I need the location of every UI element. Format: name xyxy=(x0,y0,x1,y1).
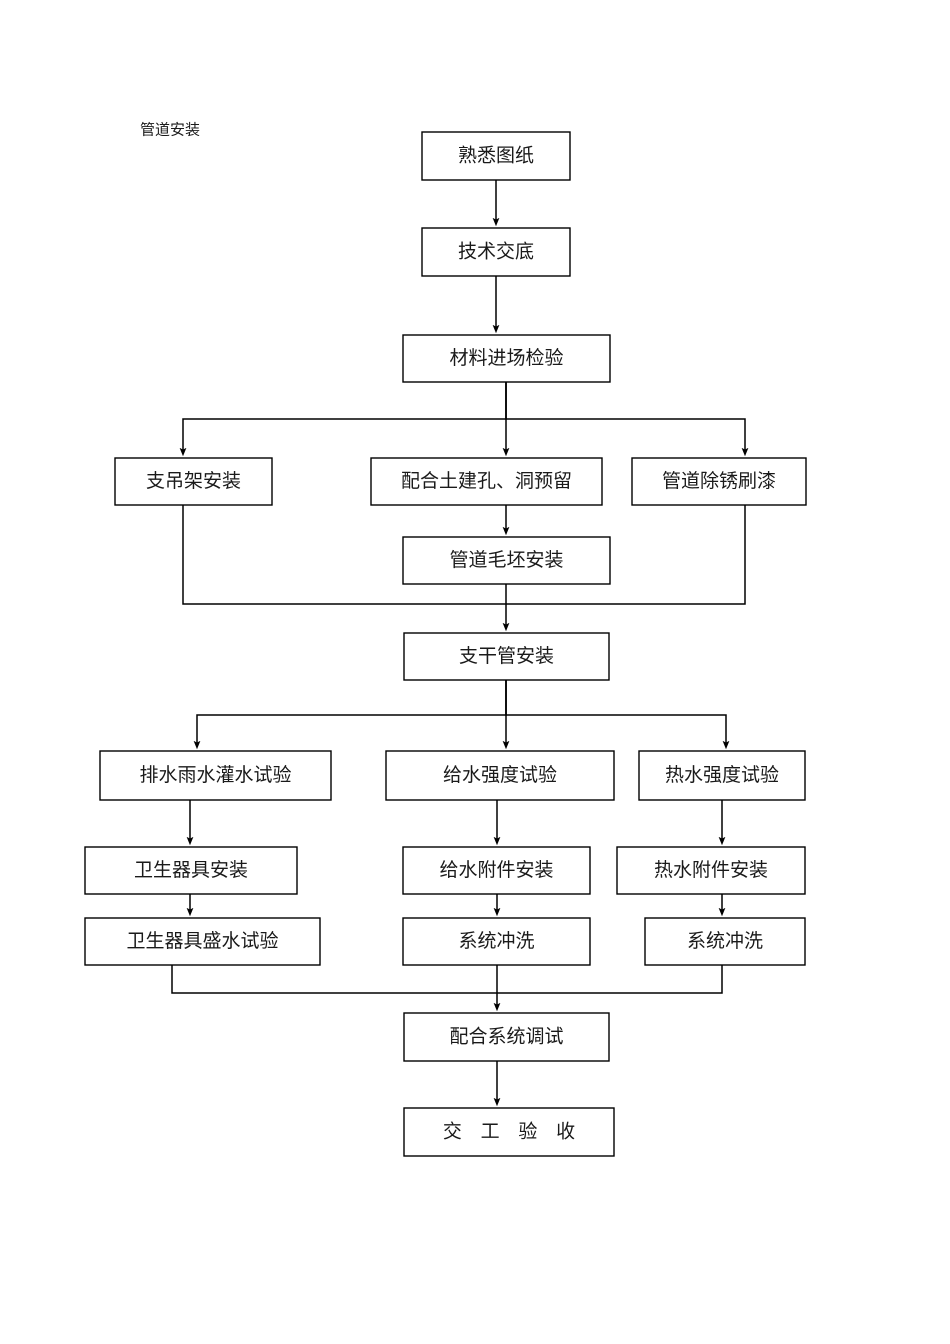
node-box-n9[interactable] xyxy=(99,750,332,801)
node-label-n13: 给水附件安装 xyxy=(439,859,553,881)
flow-node[interactable]: 系统冲洗 xyxy=(402,917,591,966)
edge-n15-to-n18 xyxy=(171,965,497,994)
node-label-n12: 卫生器具安装 xyxy=(134,859,248,881)
node-label-n15: 卫生器具盛水试验 xyxy=(126,930,278,952)
edge-n8-to-n11 xyxy=(505,680,730,750)
diagram-title: 管道安装 xyxy=(140,121,200,138)
edge-n8-to-n9 xyxy=(193,680,507,750)
node-label-n7: 管道毛坯安装 xyxy=(449,549,563,571)
node-label-n4: 支吊架安装 xyxy=(146,470,241,492)
node-box-n15[interactable] xyxy=(84,917,321,966)
flow-node[interactable]: 热水附件安装 xyxy=(616,846,806,895)
node-label-n8: 支干管安装 xyxy=(459,645,554,667)
node-box-n1[interactable] xyxy=(421,131,571,181)
node-box-n4[interactable] xyxy=(114,457,273,506)
flow-node[interactable]: 管道除锈刷漆 xyxy=(631,457,807,506)
node-box-n10[interactable] xyxy=(385,750,615,801)
node-box-n19[interactable] xyxy=(403,1107,615,1157)
node-box-n13[interactable] xyxy=(402,846,591,895)
node-label-n10: 给水强度试验 xyxy=(443,764,557,786)
node-box-n12[interactable] xyxy=(84,846,298,895)
node-label-n18: 配合系统调试 xyxy=(449,1025,563,1047)
flow-node[interactable]: 配合系统调试 xyxy=(403,1012,610,1062)
flow-node[interactable]: 给水强度试验 xyxy=(385,750,615,801)
node-label-n3: 材料进场检验 xyxy=(449,347,563,369)
flow-node[interactable]: 熟悉图纸 xyxy=(421,131,571,181)
node-label-n16: 系统冲洗 xyxy=(458,930,534,952)
flow-node[interactable]: 支吊架安装 xyxy=(114,457,273,506)
edge-n4-to-n8 xyxy=(182,505,506,605)
node-box-n16[interactable] xyxy=(402,917,591,966)
node-label-n9: 排水雨水灌水试验 xyxy=(139,764,291,786)
edges-layer xyxy=(171,180,749,1107)
node-box-n2[interactable] xyxy=(421,227,571,277)
flow-node[interactable]: 配合土建孔、洞预留 xyxy=(370,457,603,506)
node-box-n11[interactable] xyxy=(638,750,806,801)
node-label-n5: 配合土建孔、洞预留 xyxy=(401,470,572,492)
node-label-n6: 管道除锈刷漆 xyxy=(662,470,776,492)
edge-n3-to-n4 xyxy=(179,382,507,457)
node-label-n14: 热水附件安装 xyxy=(654,859,768,881)
node-box-n7[interactable] xyxy=(402,536,611,585)
node-label-n11: 热水强度试验 xyxy=(665,764,779,786)
node-box-n8[interactable] xyxy=(403,632,610,681)
node-label-n17: 系统冲洗 xyxy=(687,930,763,952)
edge-n3-to-n6 xyxy=(505,382,749,457)
flow-node[interactable]: 材料进场检验 xyxy=(402,334,611,383)
flow-node[interactable]: 交 工 验 收 xyxy=(403,1107,615,1157)
flow-node[interactable]: 热水强度试验 xyxy=(638,750,806,801)
flow-node[interactable]: 卫生器具盛水试验 xyxy=(84,917,321,966)
flow-node[interactable]: 管道毛坯安装 xyxy=(402,536,611,585)
flow-node[interactable]: 给水附件安装 xyxy=(402,846,591,895)
node-box-n18[interactable] xyxy=(403,1012,610,1062)
flow-node[interactable]: 排水雨水灌水试验 xyxy=(99,750,332,801)
node-box-n17[interactable] xyxy=(644,917,806,966)
node-box-n3[interactable] xyxy=(402,334,611,383)
node-box-n14[interactable] xyxy=(616,846,806,895)
node-label-n1: 熟悉图纸 xyxy=(458,144,534,166)
flow-node[interactable]: 卫生器具安装 xyxy=(84,846,298,895)
node-label-n19: 交 工 验 收 xyxy=(443,1120,582,1142)
edge-n17-to-n18 xyxy=(497,965,723,994)
edge-n6-to-n8 xyxy=(506,505,746,605)
flow-node[interactable]: 系统冲洗 xyxy=(644,917,806,966)
flow-node[interactable]: 支干管安装 xyxy=(403,632,610,681)
node-label-n2: 技术交底 xyxy=(458,240,534,262)
flow-node[interactable]: 技术交底 xyxy=(421,227,571,277)
node-box-n5[interactable] xyxy=(370,457,603,506)
node-box-n6[interactable] xyxy=(631,457,807,506)
